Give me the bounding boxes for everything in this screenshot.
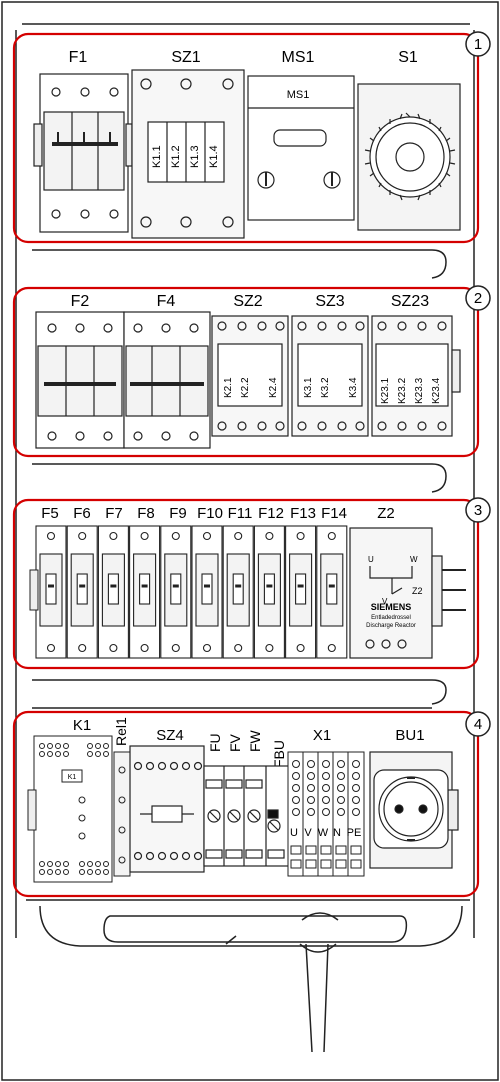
section-3-number: 3 [474,502,482,519]
label-SZ23: SZ23 [391,293,429,310]
terminal-W: W [318,827,329,839]
term-K23.1: K23.1 [380,377,391,404]
label-F10: F10 [197,505,223,522]
label-K1: K1 [73,717,91,734]
reactor-text-en: Discharge Reactor [366,623,416,629]
reactor-brand: SIEMENS [371,602,412,612]
mcb-row [30,526,347,658]
term-K1.4: K1.4 [208,145,220,168]
term-K2.2: K2.2 [240,377,251,398]
term-K23.4: K23.4 [431,377,442,404]
breaker-F11 [223,526,253,658]
breaker-F6 [67,526,97,658]
contactor-SZ2 [212,316,288,436]
section-4-number: 4 [474,716,482,733]
breaker-F7 [98,526,128,658]
term-K1.3: K1.3 [189,145,201,168]
relay-Rel1 [114,752,130,876]
label-F6: F6 [73,505,91,522]
label-F14: F14 [321,505,347,522]
terminal-N: N [333,827,341,839]
breaker-F12 [254,526,284,658]
label-F12: F12 [258,505,284,522]
label-Z2: Z2 [377,505,395,522]
terminal-U: U [290,827,298,839]
term-K23.2: K23.2 [397,377,408,404]
contactor-SZ3 [292,316,368,436]
fuse-holders [204,766,290,866]
breaker-F8 [130,526,160,658]
term-K2.1: K2.1 [223,377,234,398]
breaker-F4 [124,312,210,448]
term-K1.1: K1.1 [151,145,163,168]
label-S1: S1 [398,49,418,66]
label-F2: F2 [71,293,90,310]
label-F7: F7 [105,505,123,522]
term-K1.2: K1.2 [170,145,182,168]
label-F11: F11 [228,505,253,522]
breaker-F2 [36,312,124,448]
label-Rel1: Rel1 [113,717,129,746]
reactor-text-de: Entladedrossel [371,615,411,621]
label-SZ1: SZ1 [171,49,200,66]
reactor-U: U [368,555,374,564]
label-SZ3: SZ3 [315,293,344,310]
breaker-F14 [317,526,347,658]
label-FW: FW [247,729,263,752]
label-FU: FU [207,733,223,752]
terminal-PE: PE [347,827,362,839]
term-K3.4: K3.4 [348,377,359,398]
term-K3.1: K3.1 [303,377,314,398]
term-K2.4: K2.4 [268,377,279,398]
label-F8: F8 [137,505,155,522]
label-BU1: BU1 [395,727,424,744]
label-F5: F5 [41,505,59,522]
reactor-W: W [410,555,418,564]
label-SZ2: SZ2 [233,293,262,310]
k1-inner-label: K1 [68,774,77,781]
terminal-V: V [304,827,312,839]
reactor-tag: Z2 [412,586,423,596]
relay-K1 [28,736,112,882]
label-F4: F4 [157,293,176,310]
section-2-number: 2 [474,290,482,307]
term-K23.3: K23.3 [414,377,425,404]
rail-clip [30,570,38,610]
breaker-F9 [161,526,191,658]
breaker-F1 [34,74,132,232]
ms1-plate-label: MS1 [287,89,310,101]
label-FBU: FBU [271,740,287,768]
label-X1: X1 [313,727,331,744]
label-SZ4: SZ4 [156,727,184,744]
label-FV: FV [227,733,243,752]
term-K3.2: K3.2 [320,377,331,398]
terminal-block-X1 [288,752,364,876]
label-MS1: MS1 [282,49,315,66]
breaker-F13 [286,526,316,658]
breaker-F10 [192,526,222,658]
contactor-SZ1 [132,70,244,238]
contactor-SZ23 [372,316,460,436]
label-F13: F13 [290,505,316,522]
socket-BU1 [370,752,458,868]
section-1-number: 1 [474,36,482,53]
contactor-SZ4 [130,746,204,872]
main-switch-S1 [358,84,460,230]
label-F9: F9 [169,505,187,522]
breaker-F5 [36,526,66,658]
label-F1: F1 [69,49,88,66]
